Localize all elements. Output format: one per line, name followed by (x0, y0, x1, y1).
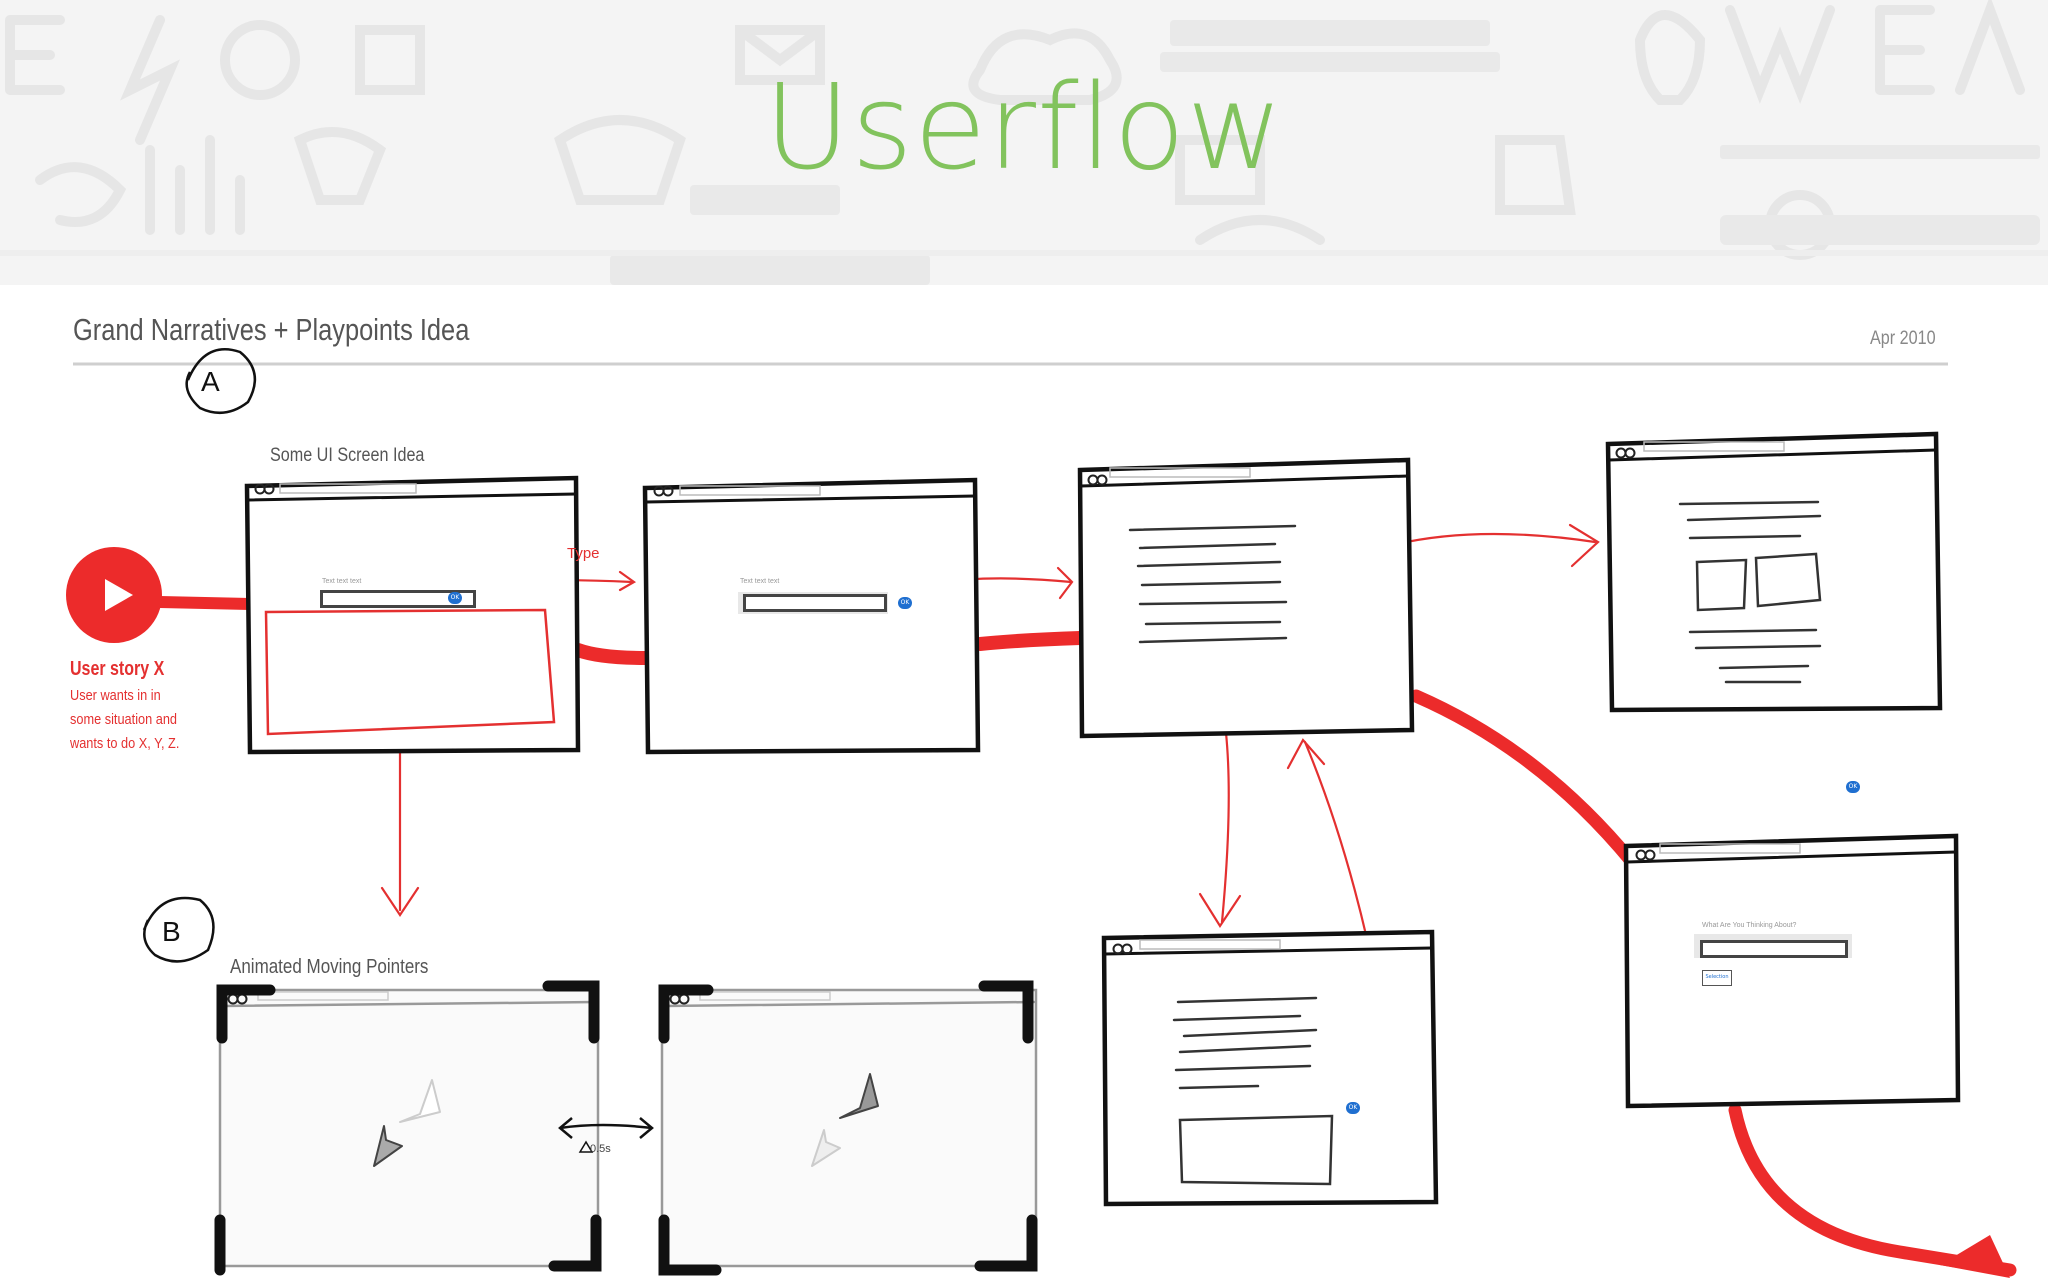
ok-button[interactable]: OK (448, 592, 462, 604)
ok-button[interactable]: OK (1846, 781, 1860, 793)
pointer-arrow-icon (373, 1073, 879, 1167)
text-field[interactable] (743, 594, 887, 612)
screen-a6 (1623, 833, 1961, 1109)
flow-out-arrowhead (1940, 1235, 2010, 1278)
sketch-drawing: A B (73, 347, 2017, 1278)
user-story-title: User story X (70, 658, 165, 680)
screen-b1 (214, 980, 602, 1276)
text-field[interactable] (320, 590, 476, 608)
type-annotation: Type (567, 545, 600, 562)
page-title: Userflow (764, 58, 1284, 196)
screen-a4 (1605, 431, 1943, 713)
sketch-board: A B (40, 290, 2048, 1278)
flow-line-1-2 (571, 643, 653, 665)
ok-button[interactable]: OK (1346, 1102, 1360, 1114)
screen-a5 (1101, 929, 1439, 1207)
banner-doodles (0, 0, 2048, 285)
screen-a1 (244, 475, 581, 755)
section-b-label: Animated Moving Pointers (230, 956, 429, 978)
flow-line-2-3 (973, 631, 1087, 651)
marker-b-circle (142, 896, 215, 963)
flow-line-3-6 (1409, 689, 1639, 869)
question-field[interactable] (1700, 940, 1848, 958)
user-story-body: User wants in in some situation and want… (70, 687, 180, 752)
play-icon[interactable] (66, 547, 162, 643)
screen-a3 (1077, 457, 1415, 739)
sheet-date: Apr 2010 (1870, 328, 1936, 349)
field-label: Text text text (740, 578, 780, 585)
timing-annotation: 0.5s (590, 1143, 611, 1155)
selection-button[interactable]: Selection (1702, 970, 1732, 986)
screen-a2 (642, 477, 981, 755)
screen-b2 (658, 980, 1038, 1276)
flow-start-line (154, 596, 256, 610)
section-a-label: Some UI Screen Idea (270, 445, 425, 466)
decorative-banner (0, 0, 2048, 285)
marker-a-letter: A (201, 366, 220, 397)
flow-lines (154, 596, 2017, 1278)
marker-a-circle (185, 347, 257, 415)
question-label: What Are You Thinking About? (1702, 922, 1797, 929)
flow-line-out (1728, 1103, 2017, 1277)
section-markers (142, 347, 257, 963)
timing-double-arrow (558, 1117, 654, 1153)
field-label: Text text text (322, 578, 362, 585)
marker-b-letter: B (162, 916, 181, 947)
sheet-title: Grand Narratives + Playpoints Idea (73, 312, 470, 347)
ok-button[interactable]: OK (898, 597, 912, 609)
